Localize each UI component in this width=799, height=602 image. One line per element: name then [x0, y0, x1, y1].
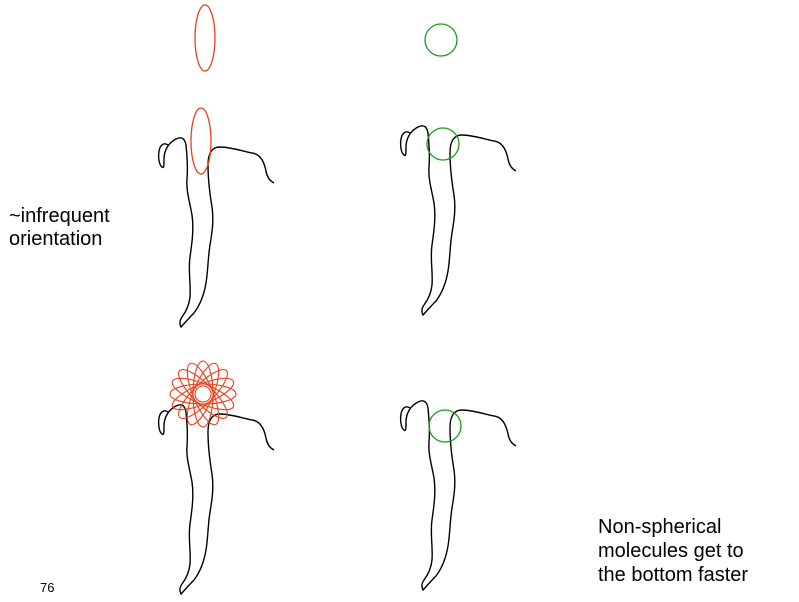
infrequent-orientation-label: ~infrequent orientation [9, 205, 110, 251]
nonspherical-molecule-entering [191, 108, 211, 174]
nonspherical-faster-label: Non-spherical molecules get to the botto… [598, 515, 748, 587]
page-number: 76 [40, 580, 54, 595]
channel-right-middle [401, 126, 516, 315]
spherical-molecule-entering [427, 128, 459, 160]
channel-left-middle [159, 138, 274, 327]
spherical-molecule-bottom [429, 410, 461, 442]
tumbling-nonspherical-molecule [169, 360, 238, 429]
channel-right-bottom [401, 401, 516, 590]
channel-left-bottom [159, 405, 274, 594]
spherical-molecule-top [425, 24, 457, 56]
nonspherical-molecule-top [195, 5, 215, 71]
